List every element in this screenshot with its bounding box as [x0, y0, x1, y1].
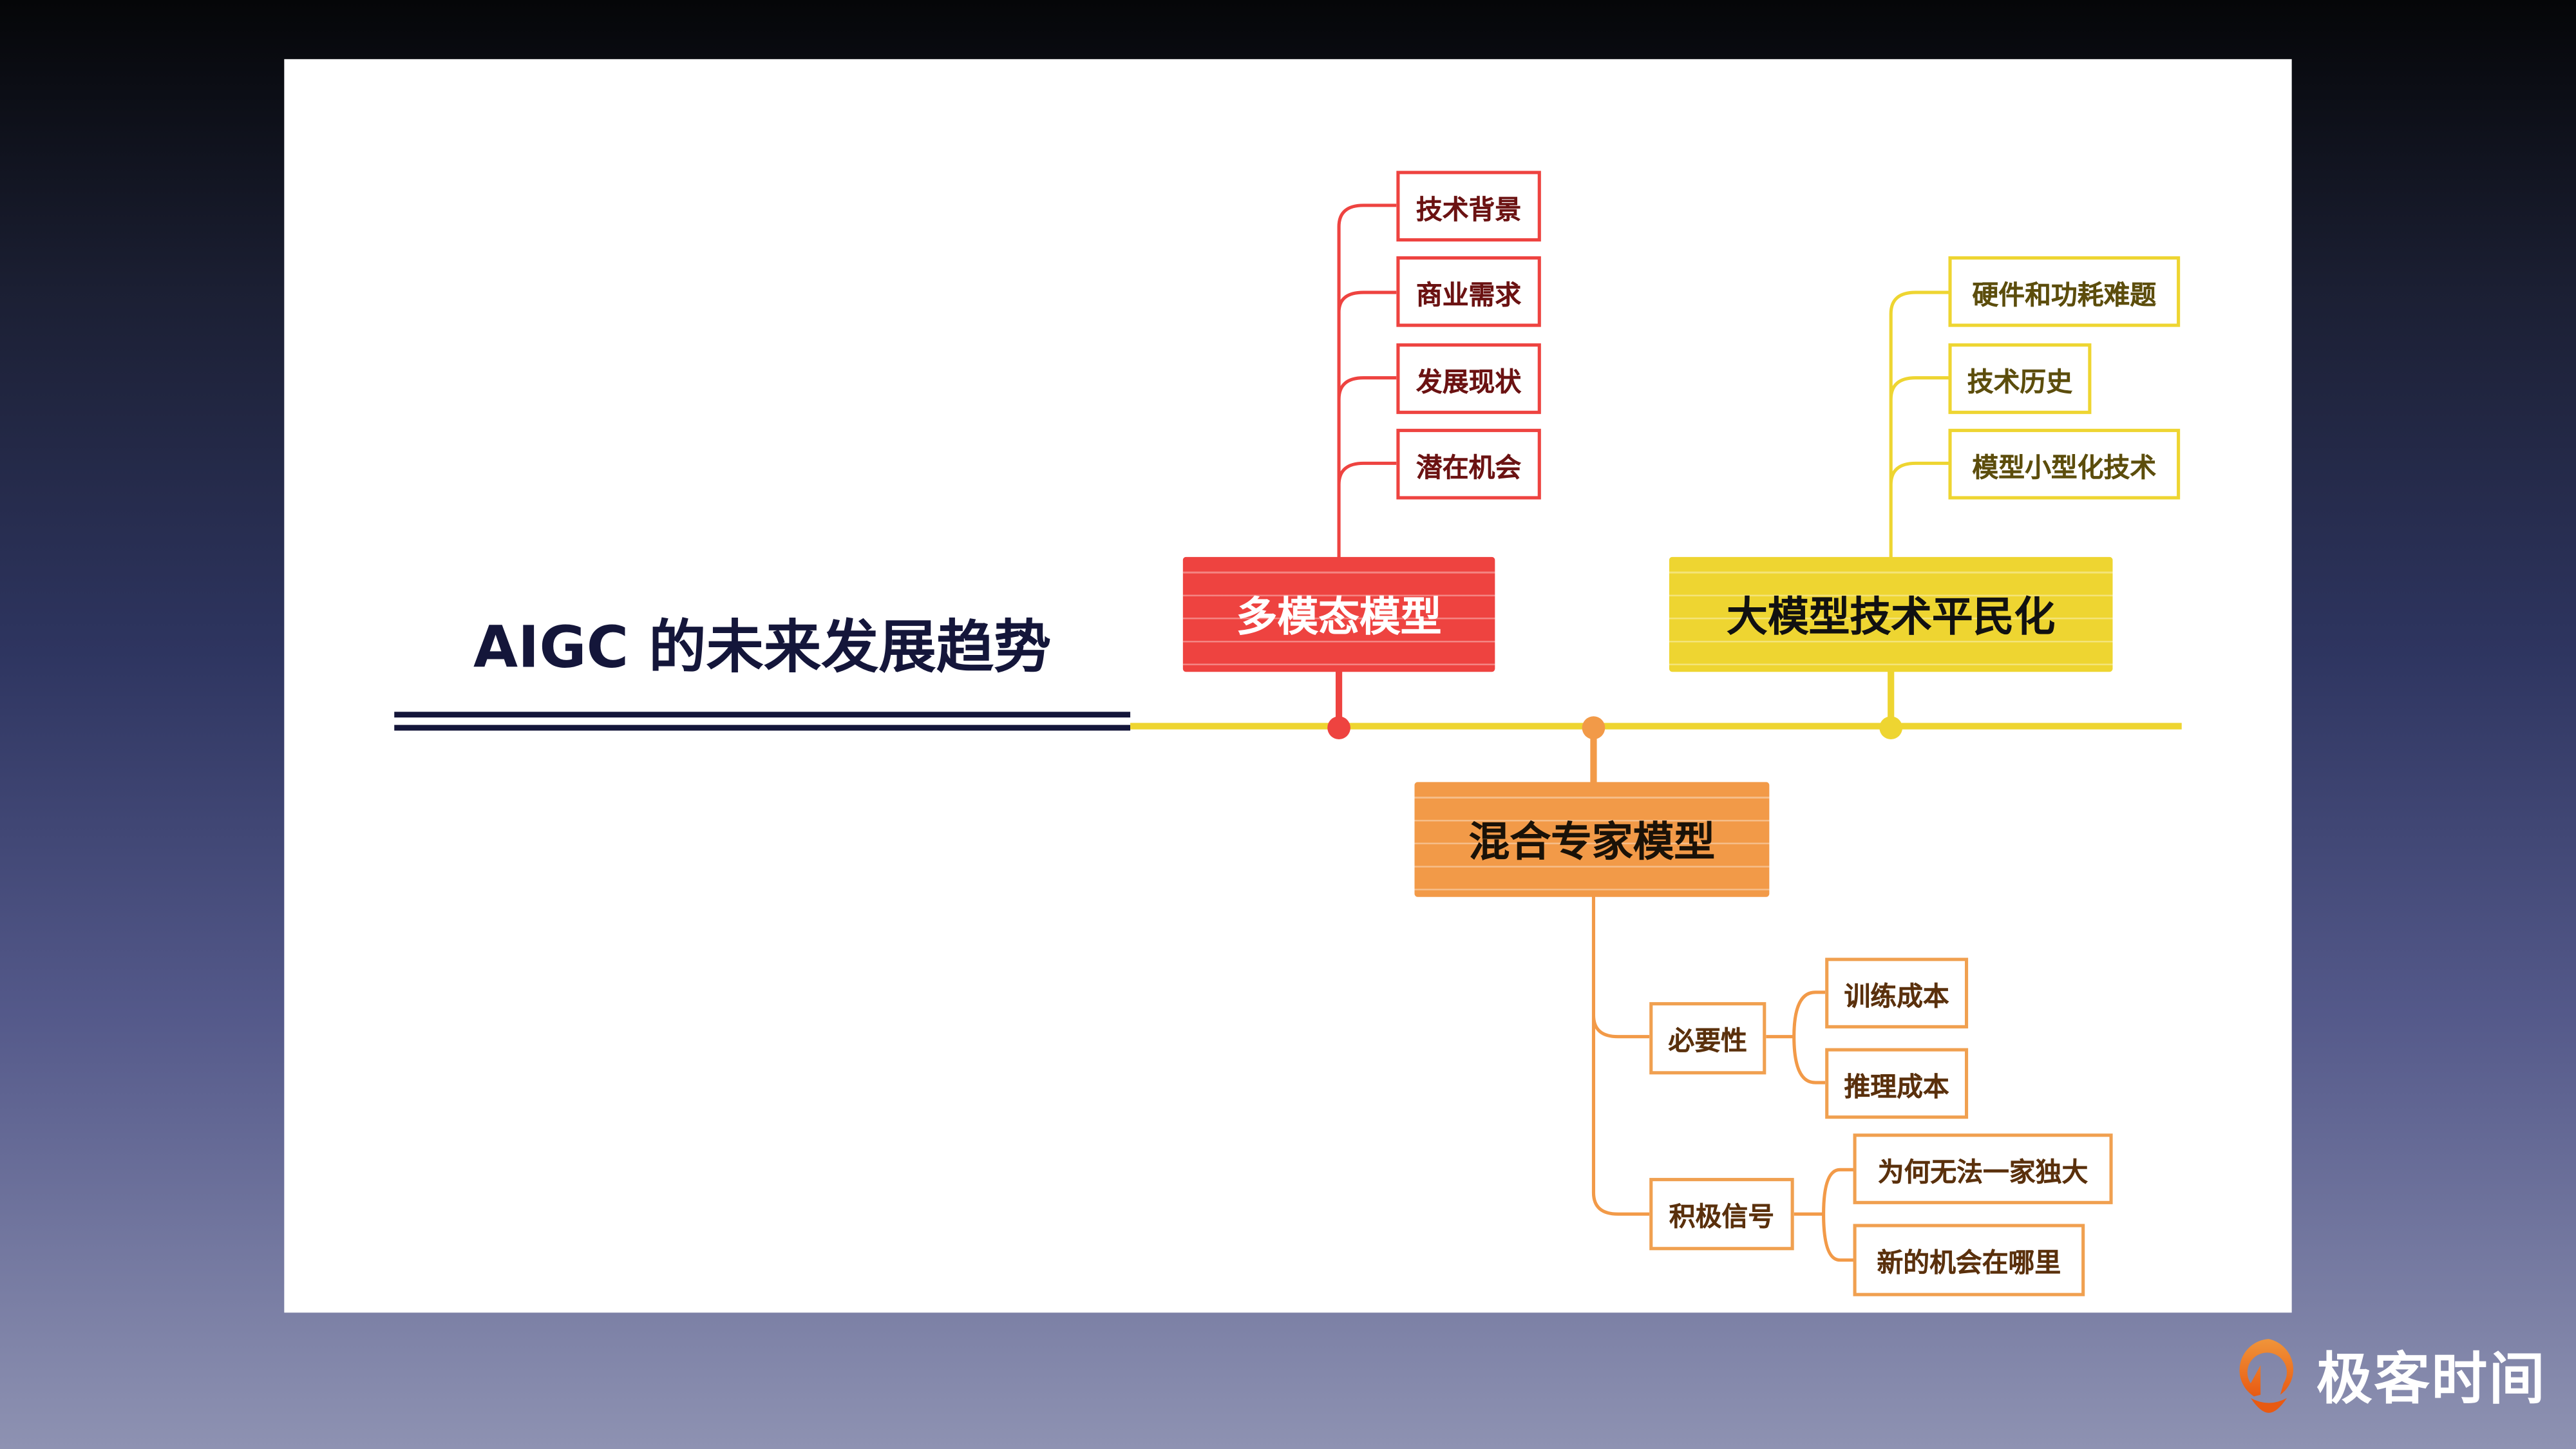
- orange-connectors: [1591, 895, 1853, 1262]
- node-positive-signals[interactable]: 积极信号: [1649, 1178, 1794, 1251]
- red-connectors: [1337, 204, 1397, 559]
- node-opportunity[interactable]: 潜在机会: [1396, 428, 1541, 500]
- node-status[interactable]: 发展现状: [1396, 343, 1541, 414]
- node-business-demand[interactable]: 商业需求: [1396, 256, 1541, 327]
- node-hardware[interactable]: 硬件和功耗难题: [1948, 256, 2181, 327]
- node-inference-cost[interactable]: 推理成本: [1825, 1048, 1969, 1119]
- red-dot: [1327, 716, 1350, 739]
- brand-name: 极客时间: [2316, 1347, 2547, 1413]
- brand-logo: 极客时间: [2234, 1334, 2546, 1414]
- orange-dot: [1582, 716, 1605, 739]
- node-multimodal[interactable]: 多模态模型: [1182, 556, 1495, 672]
- node-democratization[interactable]: 大模型技术平民化: [1669, 556, 2113, 672]
- node-moe[interactable]: 混合专家模型: [1414, 782, 1770, 897]
- yellow-dot: [1879, 716, 1903, 739]
- node-necessity[interactable]: 必要性: [1649, 1002, 1766, 1075]
- node-tech-history[interactable]: 技术历史: [1948, 343, 2092, 414]
- geektime-logo-icon: [2239, 1338, 2294, 1412]
- node-tech-background[interactable]: 技术背景: [1396, 171, 1541, 242]
- node-training-cost[interactable]: 训练成本: [1825, 958, 1969, 1028]
- node-no-monopoly[interactable]: 为何无法一家独大: [1853, 1133, 2113, 1204]
- page-title: AIGC 的未来发展趋势: [473, 616, 1052, 682]
- node-miniaturization[interactable]: 模型小型化技术: [1948, 428, 2181, 500]
- node-new-opportunities[interactable]: 新的机会在哪里: [1853, 1224, 2085, 1296]
- yellow-connectors: [1889, 290, 1949, 559]
